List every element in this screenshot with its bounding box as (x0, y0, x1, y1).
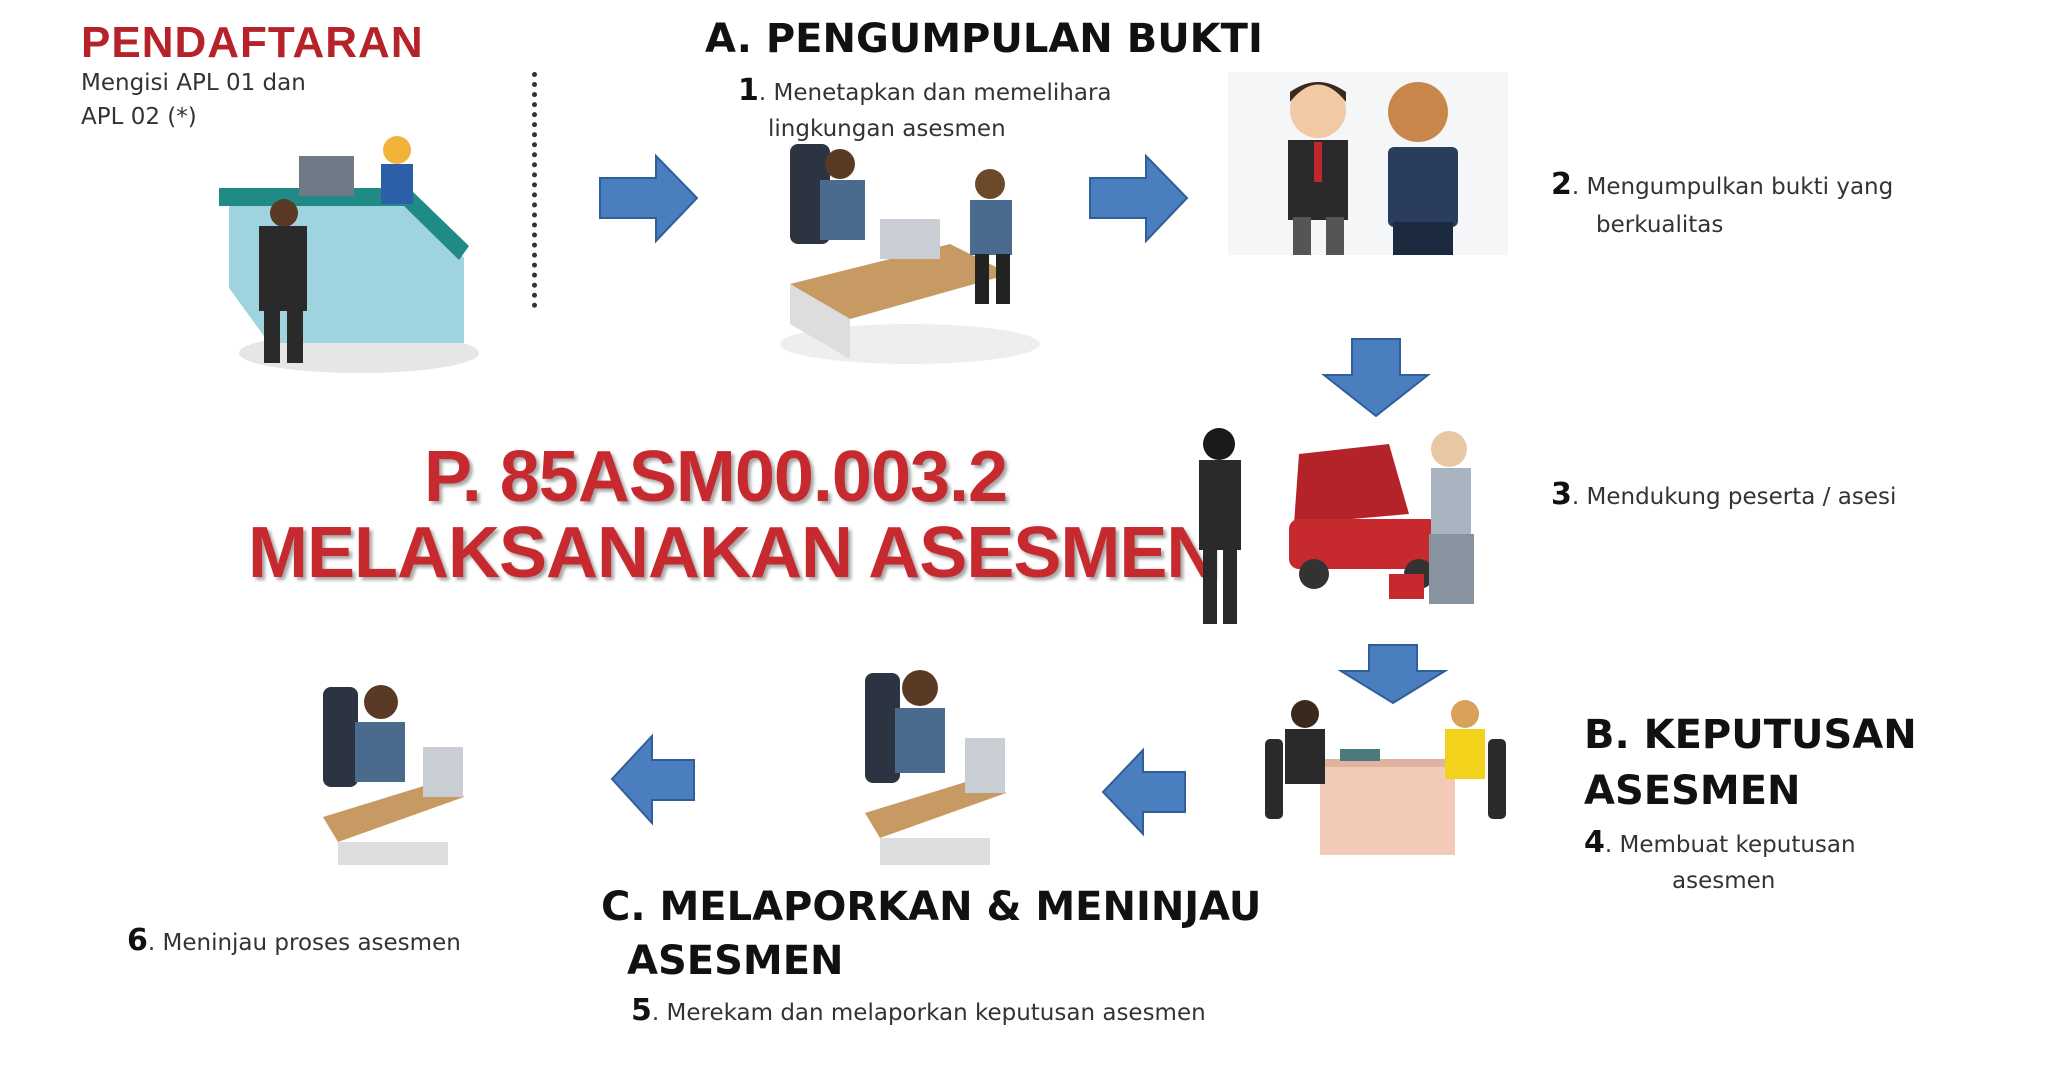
office-worker-illustration (323, 685, 464, 865)
unit-code: P. 85ASM00.003.2 (424, 437, 1008, 517)
section-b-title-line1: B. KEPUTUSAN (1584, 712, 1917, 758)
unit-title: MELAKSANAKAN ASESMEN (248, 513, 1218, 593)
registration-line1: Mengisi APL 01 dan (81, 70, 306, 96)
reception-desk-illustration (219, 136, 479, 373)
step2-text-line2: berkualitas (1596, 212, 1724, 238)
arrow-down-icon (1321, 338, 1431, 418)
step4-text: 4. Membuat keputusan (1584, 826, 1856, 862)
step-number: 2 (1551, 167, 1572, 202)
step3-text: 3. Mendukung peserta / asesi (1551, 478, 1896, 514)
step-number: 6 (127, 923, 148, 958)
section-a-title: A. PENGUMPULAN BUKTI (705, 16, 1263, 62)
handshake-illustration (1228, 72, 1508, 255)
registration-title: PENDAFTARAN (81, 18, 424, 67)
step-text: . Mendukung peserta / asesi (1571, 484, 1897, 510)
arrow-left-icon (610, 733, 695, 826)
step-number: 5 (631, 993, 652, 1028)
step-text: . Membuat keputusan (1604, 832, 1856, 858)
section-c-title-line2: ASESMEN (627, 938, 844, 984)
step-text: . Merekam dan melaporkan keputusan asesm… (651, 1000, 1206, 1026)
arrow-right-icon (1089, 153, 1189, 244)
step-number: 4 (1584, 825, 1605, 860)
office-meeting-illustration (780, 144, 1040, 364)
step2-text: 2. Mengumpulkan bukti yang (1551, 168, 1893, 204)
office-worker-illustration (865, 670, 1006, 865)
section-b-title-line2: ASESMEN (1584, 768, 1801, 814)
registration-line2: APL 02 (*) (81, 104, 197, 130)
divider-dotted (532, 72, 537, 308)
step-text: . Menetapkan dan memelihara (758, 80, 1112, 106)
section-c-title-line1: C. MELAPORKAN & MENINJAU (601, 884, 1262, 930)
step1-text-line2: lingkungan asesmen (768, 116, 1006, 142)
step-number: 1 (738, 73, 759, 108)
arrow-down-icon (1337, 644, 1449, 705)
step-text: . Mengumpulkan bukti yang (1571, 174, 1894, 200)
step5-text: 5. Merekam dan melaporkan keputusan ases… (631, 994, 1206, 1030)
car-repair-illustration (1199, 428, 1474, 624)
step4-text-line2: asesmen (1672, 868, 1776, 894)
decision-meeting-illustration (1265, 700, 1506, 855)
step-number: 3 (1551, 477, 1572, 512)
arrow-left-icon (1101, 747, 1186, 837)
step1-text: 1. Menetapkan dan memelihara (738, 74, 1112, 110)
step-text: . Meninjau proses asesmen (147, 930, 461, 956)
step6-text: 6. Meninjau proses asesmen (127, 924, 461, 960)
arrow-right-icon (599, 153, 699, 244)
